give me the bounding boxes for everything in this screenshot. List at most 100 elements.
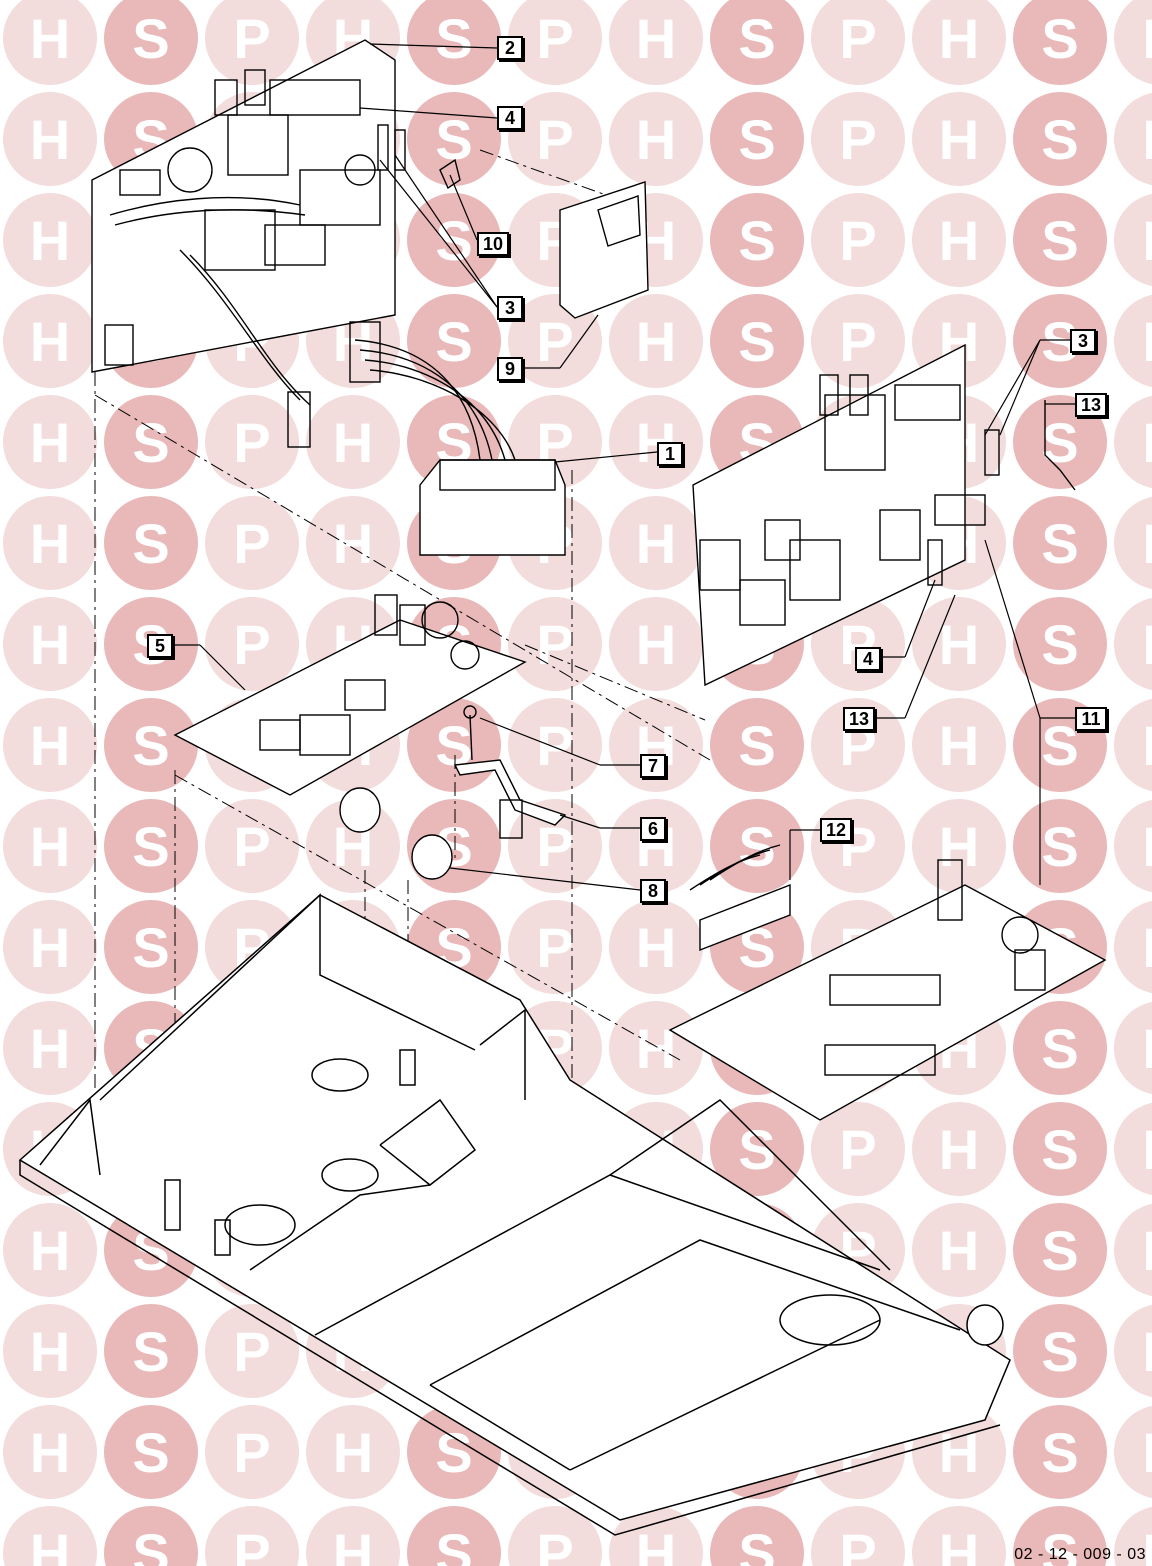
watermark-letter: H [30, 1320, 70, 1383]
watermark-circle [1013, 1001, 1107, 1095]
watermark-letter: S [132, 512, 169, 575]
watermark-circle [3, 294, 97, 388]
watermark-circle [912, 1506, 1006, 1566]
watermark-letter: P [839, 1118, 876, 1181]
callout-part-7: 7 [640, 754, 666, 778]
watermark-circle [1114, 698, 1152, 792]
watermark-letter: S [132, 916, 169, 979]
watermark-letter: P [536, 714, 573, 777]
callout-part-10: 10 [477, 232, 509, 256]
watermark-letter: H [30, 613, 70, 676]
watermark-letter: H [30, 108, 70, 171]
watermark-letter: S [1041, 613, 1078, 676]
callout-part-9: 9 [497, 357, 523, 381]
watermark-circle [104, 698, 198, 792]
watermark-circle [205, 1405, 299, 1499]
watermark-circle [811, 0, 905, 85]
watermark-letter: H [939, 613, 979, 676]
watermark-letter: S [738, 209, 775, 272]
callout-part-8: 8 [640, 879, 666, 903]
watermark-letter: P [839, 310, 876, 373]
watermark-circle [912, 193, 1006, 287]
chassis-base [18, 893, 1011, 1536]
watermark-circle [811, 698, 905, 792]
watermark-letter: P [1142, 1219, 1152, 1282]
callout-part-5: 5 [147, 634, 173, 658]
watermark-letter: H [30, 1522, 70, 1566]
callout-part-3-right: 3 [1070, 329, 1096, 353]
watermark-circle [1013, 496, 1107, 590]
watermark-circle [1013, 395, 1107, 489]
watermark-letter: S [435, 1421, 472, 1484]
clip-cover-parts [377, 124, 649, 319]
watermark-letter: P [233, 1320, 270, 1383]
watermark-letter: P [1142, 1421, 1152, 1484]
watermark-letter: S [1041, 1118, 1078, 1181]
watermark-letter: H [30, 1219, 70, 1282]
watermark-circle [3, 597, 97, 691]
watermark-letter: P [1142, 1522, 1152, 1566]
watermark-letter: S [435, 310, 472, 373]
watermark-circle [710, 799, 804, 893]
watermark-letter: S [1041, 1219, 1078, 1282]
watermark-circle [508, 294, 602, 388]
watermark-circle [1013, 294, 1107, 388]
watermark-circle [3, 1506, 97, 1566]
watermark-circle [1013, 799, 1107, 893]
watermark-letter: H [636, 7, 676, 70]
watermark-letter: P [233, 1421, 270, 1484]
watermark-circle [710, 92, 804, 186]
watermark-circle [508, 1506, 602, 1566]
watermark-circle [1114, 0, 1152, 85]
callout-part-4-right: 4 [855, 647, 881, 671]
watermark-letter: P [233, 1522, 270, 1566]
watermark-circle [1013, 1405, 1107, 1499]
watermark-letter: H [30, 916, 70, 979]
watermark-letter: S [738, 714, 775, 777]
watermark-circle [609, 698, 703, 792]
watermark-letter: P [1142, 209, 1152, 272]
watermark-letter: P [536, 1522, 573, 1566]
watermark-circle [912, 698, 1006, 792]
watermark-letter: H [939, 1522, 979, 1566]
watermark-letter: H [636, 310, 676, 373]
watermark-letter: P [1142, 815, 1152, 878]
watermark-letter: S [1041, 1017, 1078, 1080]
watermark-letter: H [333, 512, 373, 575]
watermark-letter: H [636, 916, 676, 979]
watermark-circle [609, 1506, 703, 1566]
watermark-circle [205, 597, 299, 691]
watermark-letter: H [30, 209, 70, 272]
watermark-letter: P [1142, 916, 1152, 979]
callout-part-3: 3 [497, 296, 523, 320]
watermark-circle [407, 193, 501, 287]
watermark-letter: S [738, 1522, 775, 1566]
watermark-letter: H [30, 7, 70, 70]
watermark-circle [1114, 92, 1152, 186]
callout-part-13-lower: 13 [843, 707, 875, 731]
watermark-circle [1114, 395, 1152, 489]
watermark-letter: P [536, 310, 573, 373]
watermark-circle [3, 395, 97, 489]
watermark-circle [1114, 1203, 1152, 1297]
callout-part-4: 4 [497, 106, 523, 130]
watermark-letter: P [1142, 108, 1152, 171]
watermark-circle [1114, 597, 1152, 691]
watermark-circle [3, 1001, 97, 1095]
watermark-letter: P [839, 7, 876, 70]
watermark-letter: S [1041, 1522, 1078, 1566]
watermark-circle [205, 1506, 299, 1566]
watermark-letter: H [636, 1522, 676, 1566]
watermark-circle [609, 597, 703, 691]
watermark-circle [609, 0, 703, 85]
watermark-circle [3, 1304, 97, 1398]
watermark-letter: P [233, 7, 270, 70]
watermark-circle [205, 496, 299, 590]
watermark-circle [104, 1506, 198, 1566]
watermark-circle [1114, 1102, 1152, 1196]
watermark-circle [710, 193, 804, 287]
watermark-letter: S [738, 815, 775, 878]
watermark-circle [508, 0, 602, 85]
watermark-letter: H [939, 1219, 979, 1282]
